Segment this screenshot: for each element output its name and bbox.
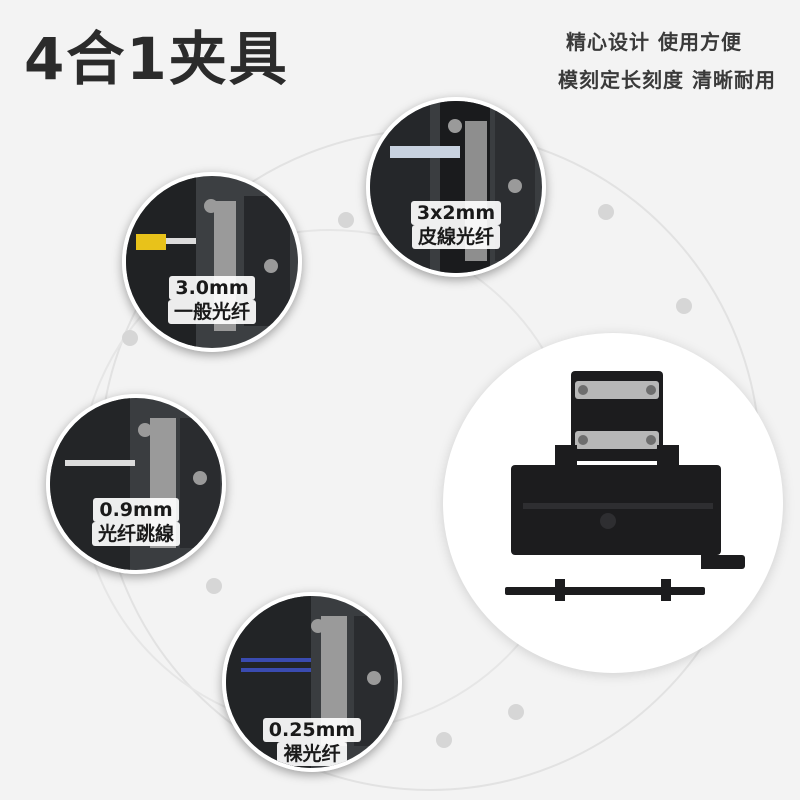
page-title: 4合1夹具 [24,25,289,93]
bubble-size-label: 0.9mm [93,498,179,522]
fixture-bubble-0-25mm: 0.25mm 裸光纤 [222,592,402,772]
bubble-size-label: 3x2mm [410,201,502,225]
tagline-scale: 模刻定长刻度 清晰耐用 [558,68,776,92]
decor-dot [598,204,614,220]
decor-dot [206,578,222,594]
bubble-size-label: 3.0mm [169,276,255,300]
decor-dot [676,298,692,314]
tagline-design: 精心设计 使用方便 [566,30,742,54]
decor-dot [508,704,524,720]
decor-dot [338,212,354,228]
fixture-bubble-3x2mm: 3x2mm 皮線光纤 [366,97,546,277]
decor-dot [436,732,452,748]
bubble-type-label: 裸光纤 [277,742,347,766]
fiber-fixture-image [505,371,745,601]
bubble-type-label: 一般光纤 [167,300,256,324]
fixture-bubble-3-0mm: 3.0mm 一般光纤 [122,172,302,352]
fixture-bubble-0-9mm: 0.9mm 光纤跳線 [46,394,226,574]
bubble-type-label: 光纤跳線 [91,522,180,546]
bubble-type-label: 皮線光纤 [411,225,500,249]
bubble-size-label: 0.25mm [262,718,362,742]
product-image-circle [443,333,783,673]
